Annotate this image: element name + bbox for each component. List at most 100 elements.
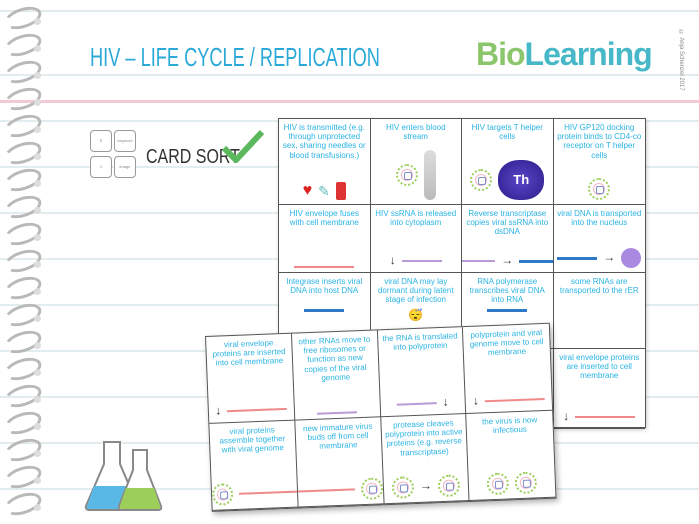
card[interactable]: protease cleaves polyprotein into active… <box>380 414 470 505</box>
binding-hole <box>34 234 41 241</box>
card[interactable]: some RNAs are transported to the rER <box>553 273 645 349</box>
dna-strand <box>487 309 528 312</box>
card[interactable]: new immature virus buds off from cell me… <box>295 417 385 508</box>
card-text: new immature virus buds off from cell me… <box>302 421 373 452</box>
card-illustration <box>279 266 370 268</box>
card-illustration <box>211 481 298 506</box>
header-rule <box>0 100 699 103</box>
card-illustration: → <box>554 248 646 268</box>
binding-hole <box>34 396 41 403</box>
card[interactable]: HIV envelope fuses with cell membrane <box>279 205 371 273</box>
binding-hole <box>34 180 41 187</box>
dna-strand <box>519 259 553 263</box>
binding-hole <box>34 126 41 133</box>
binding-hole <box>34 450 41 457</box>
arrow-down-icon: ↓ <box>563 409 570 424</box>
card-illustration <box>279 309 370 312</box>
binding-hole <box>34 477 41 484</box>
cell-membrane <box>575 416 636 419</box>
card-illustration: ↓ <box>466 392 552 409</box>
nucleus-icon <box>621 248 642 268</box>
card[interactable]: HIV GP120 docking protein binds to CD4-c… <box>553 119 645 205</box>
spiral-binding <box>0 0 50 524</box>
cell-membrane <box>484 398 545 403</box>
binding-hole <box>34 18 41 25</box>
page-title: HIV – LIFE CYCLE / REPLICATION <box>90 42 380 72</box>
card[interactable]: Reverse transcriptase copies viral ssRNA… <box>462 205 554 273</box>
card-text: the RNA is translated into polyprotein <box>382 331 458 352</box>
binding-hole <box>34 72 41 79</box>
card[interactable]: the RNA is translated into polyprotein ↓ <box>377 327 467 418</box>
virus-icon <box>486 472 510 496</box>
virus-icon <box>437 474 461 498</box>
card-text: HIV GP120 docking protein binds to CD4-c… <box>557 123 642 160</box>
card[interactable]: polyprotein and viral genome move to cel… <box>463 323 553 415</box>
rna-strand <box>401 260 442 263</box>
card[interactable]: HIV is transmitted (e.g. through unprote… <box>279 119 371 205</box>
card-text: HIV ssRNA is released into cytoplasm <box>375 209 457 228</box>
binding-hole <box>34 153 41 160</box>
binding-hole <box>34 261 41 268</box>
card[interactable]: HIV enters blood stream <box>370 119 462 205</box>
card-sort-icon: ⚲ keyword ☺ image <box>90 130 138 180</box>
card-text: some RNAs are transported to the rER <box>559 277 639 296</box>
card-illustration: ↓ <box>554 409 646 424</box>
biolearning-logo: BioLearning <box>476 36 653 72</box>
human-body-icon <box>423 150 436 200</box>
binding-hole <box>34 315 41 322</box>
cell-membrane <box>227 407 288 413</box>
binding-hole <box>34 207 41 214</box>
virus-icon <box>395 164 418 186</box>
binding-hole <box>34 342 41 349</box>
binding-hole <box>34 99 41 106</box>
card-text: HIV targets T helper cells <box>471 123 543 142</box>
binding-hole <box>34 504 41 511</box>
card-text: the virus is now infectious <box>481 415 538 436</box>
arrow-icon: → <box>501 253 514 268</box>
binding-hole <box>34 423 41 430</box>
card-illustration: ↓ <box>380 395 465 412</box>
rna-strand <box>462 260 496 263</box>
cell-membrane <box>239 490 297 495</box>
checkmark-icon <box>222 129 264 163</box>
card[interactable]: viral envelope proteins are inserted int… <box>206 333 296 424</box>
arrow-down-icon: ↓ <box>214 403 222 418</box>
virus-icon <box>588 178 611 200</box>
arrow-down-icon: ↓ <box>389 253 396 268</box>
card-text: HIV enters blood stream <box>385 123 446 142</box>
card-text: protease cleaves polyprotein into active… <box>384 418 463 458</box>
card-illustration: ↓ <box>371 253 462 268</box>
card-text: HIV is transmitted (e.g. through unprote… <box>282 123 366 160</box>
card-illustration: Th <box>462 160 553 200</box>
card-text: polyprotein and viral genome move to cel… <box>469 328 544 358</box>
cell-membrane <box>297 488 356 493</box>
rna-strand <box>317 411 358 415</box>
t-helper-cell-icon: Th <box>498 160 545 200</box>
card-text: HIV envelope fuses with cell membrane <box>289 209 359 228</box>
card[interactable]: viral DNA is transported into the nucleu… <box>553 205 646 273</box>
sleeping-face-icon: 😴 <box>408 308 424 322</box>
card[interactable]: HIV ssRNA is released into cytoplasm ↓ <box>370 205 462 273</box>
card-illustration <box>371 150 462 200</box>
card-illustration: 😴 <box>371 308 462 323</box>
arrow-down-icon: ↓ <box>442 394 449 410</box>
card-text: viral DNA is transported into the nucleu… <box>557 209 642 228</box>
card[interactable]: other RNAs move to free ribosomes or fun… <box>291 330 381 421</box>
arrow-icon: → <box>419 478 433 493</box>
card[interactable]: viral envelope proteins are inserted to … <box>553 349 646 429</box>
card-illustration: → <box>462 253 553 268</box>
binding-hole <box>34 288 41 295</box>
dna-strand <box>557 256 598 260</box>
card-text: viral proteins assemble together with vi… <box>219 425 286 455</box>
cell-membrane <box>294 266 355 268</box>
card-text: Integrase inserts viral DNA into host DN… <box>286 277 363 296</box>
arrow-icon: → <box>603 250 616 265</box>
syringe-icon: ✎ <box>318 182 330 199</box>
card[interactable]: the virus is now infectious <box>466 410 556 501</box>
card-illustration <box>462 309 553 312</box>
copyright: © Anja Schenzel 2017 <box>678 30 684 91</box>
card-text: RNA polymerase transcribes viral DNA int… <box>469 277 545 305</box>
binding-hole <box>34 369 41 376</box>
card[interactable]: viral proteins assemble together with vi… <box>209 420 299 511</box>
